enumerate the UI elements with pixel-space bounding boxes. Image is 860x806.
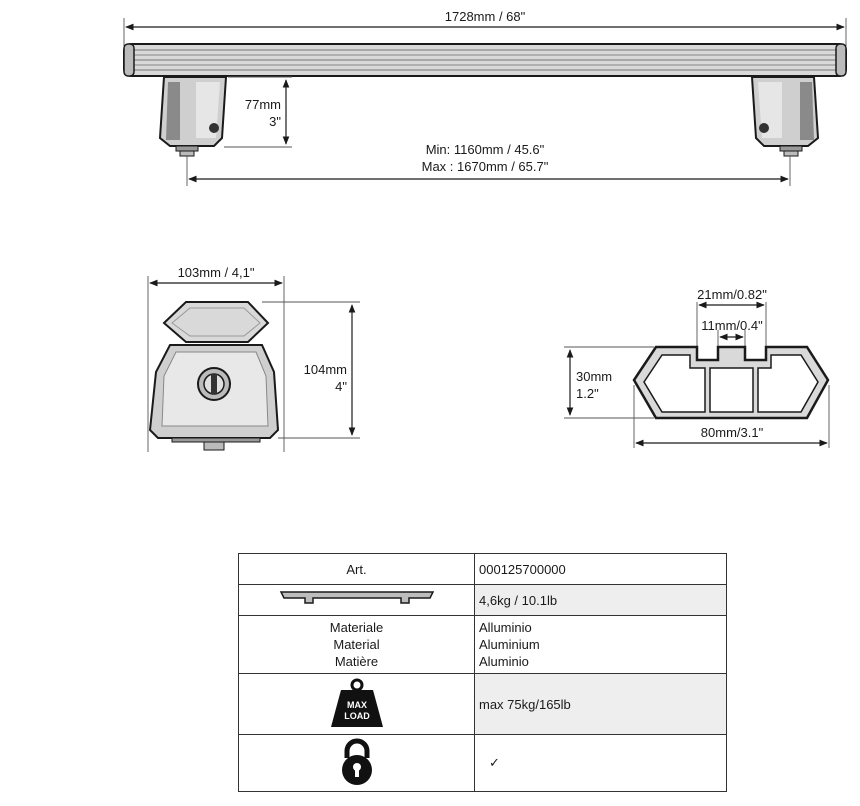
right-foot <box>750 76 820 157</box>
foot-height-104mm-label: 104mm <box>304 362 347 377</box>
row-weight: 4,6kg / 10.1lb <box>238 584 727 616</box>
slot-outer-label: 21mm/0.82" <box>697 287 767 302</box>
foot-front-view: 103mm / 4,1" 104mm 4" <box>147 265 360 452</box>
spec-table: Art. 000125700000 4,6kg / 10.1lb Materia… <box>238 553 727 792</box>
roof-bar <box>123 43 847 77</box>
left-foot <box>158 76 228 157</box>
max-label: MAX <box>347 700 367 710</box>
padlock-icon <box>341 738 372 785</box>
material-label-en: Material <box>333 637 380 652</box>
span-max-label: Max : 1670mm / 65.7" <box>422 159 549 174</box>
profile-height-in-label: 1.2" <box>576 386 599 401</box>
bar-profile-view: 21mm/0.82" 11mm/0.4" 30mm 1.2" 80mm/3.1" <box>564 287 830 448</box>
material-value-en: Aluminium <box>479 637 540 652</box>
profile-width-label: 80mm/3.1" <box>701 425 764 440</box>
material-label-fr: Matière <box>334 654 379 669</box>
material-value-fr: Aluminio <box>479 654 529 669</box>
weight-value: 4,6kg / 10.1lb <box>474 584 727 616</box>
material-value-it: Alluminio <box>479 620 532 635</box>
bar-silhouette-icon <box>279 590 434 604</box>
weight-max-load-icon: MAX LOAD <box>330 678 383 727</box>
foot-height-mm-label: 77mm <box>245 97 281 112</box>
span-min-label: Min: 1160mm / 45.6" <box>426 142 545 157</box>
top-view: 1728mm / 68" <box>123 9 847 186</box>
slot-inner-label: 11mm/0.4" <box>701 318 763 333</box>
foot-height-4in-label: 4" <box>335 379 347 394</box>
material-label-it: Materiale <box>329 620 384 635</box>
article-value: 000125700000 <box>474 553 727 585</box>
row-lock: ✓ <box>238 734 727 792</box>
overall-length-label: 1728mm / 68" <box>445 9 526 24</box>
foot-width-label: 103mm / 4,1" <box>178 265 255 280</box>
lock-check-value: ✓ <box>489 755 500 770</box>
lock-cylinder-icon <box>197 367 231 401</box>
load-label: LOAD <box>344 711 370 721</box>
max-load-value: max 75kg/165lb <box>474 673 727 735</box>
row-max-load: MAX LOAD max 75kg/165lb <box>238 673 727 735</box>
row-material: Materiale Material Matière Alluminio Alu… <box>238 615 727 674</box>
row-article: Art. 000125700000 <box>238 553 727 585</box>
profile-height-mm-label: 30mm <box>576 369 612 384</box>
article-label: Art. <box>238 553 475 585</box>
foot-height-in-label: 3" <box>269 114 281 129</box>
